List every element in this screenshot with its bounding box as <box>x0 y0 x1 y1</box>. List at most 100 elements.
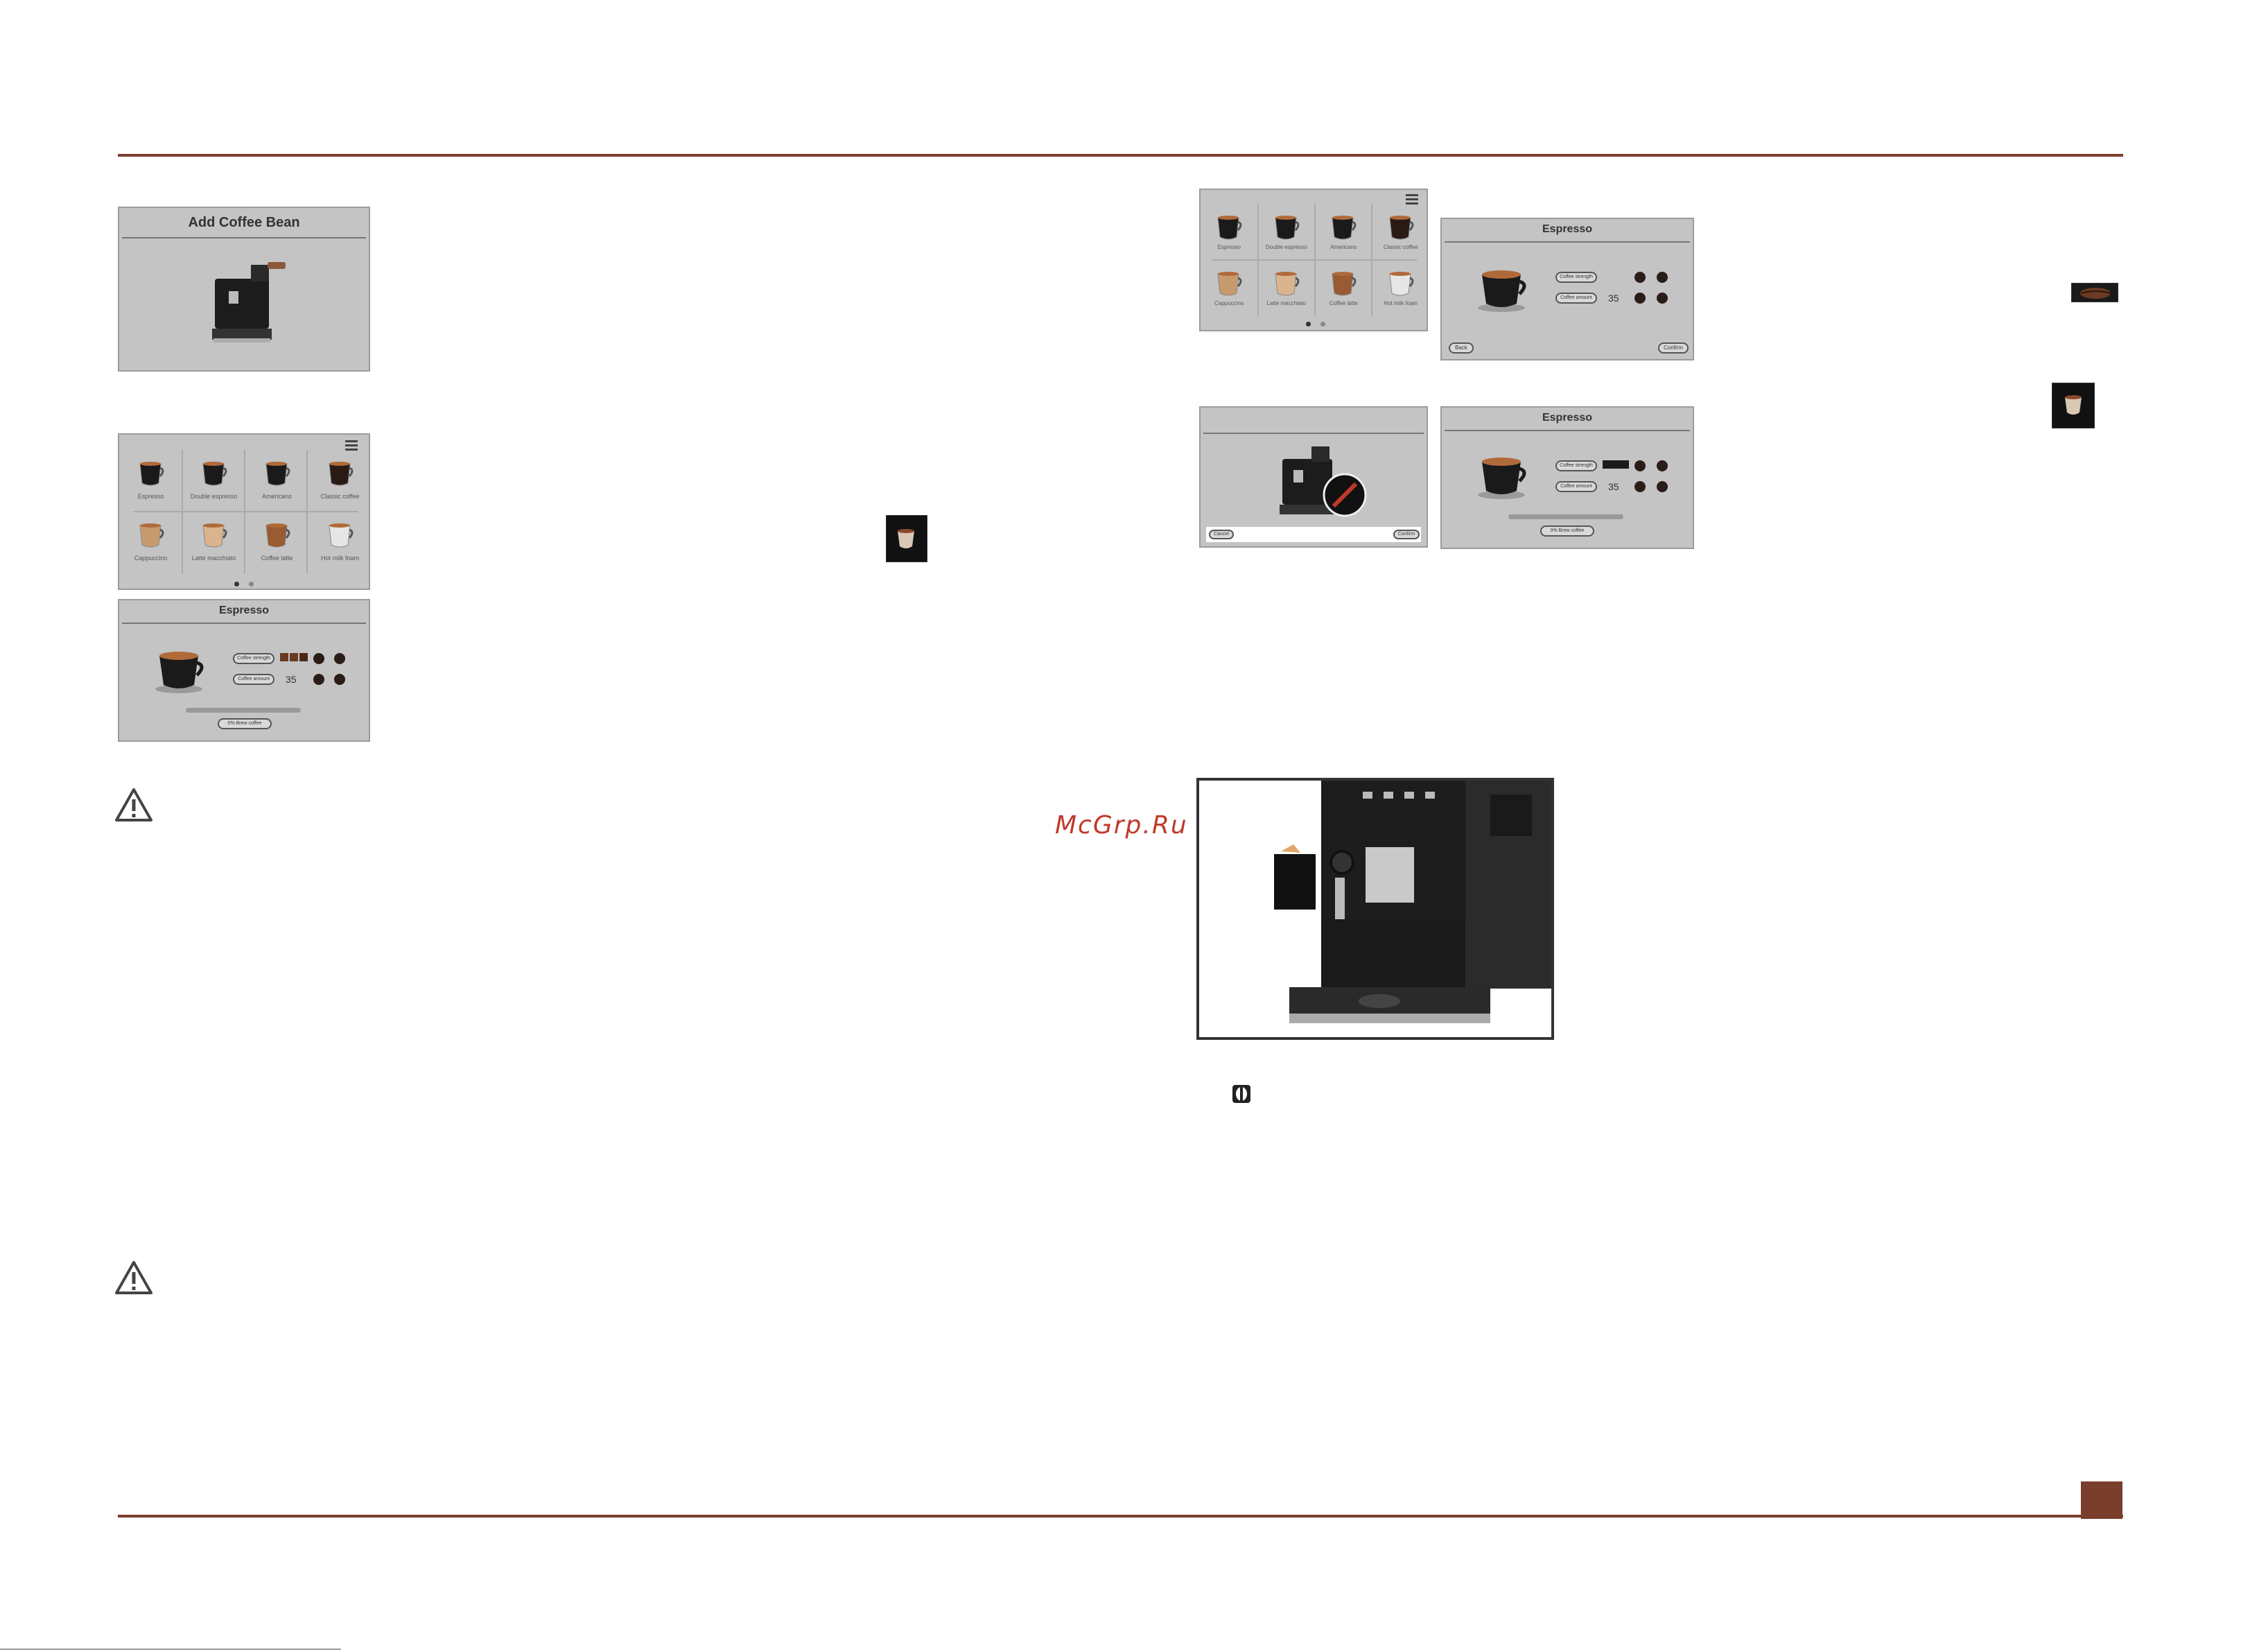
menu-icon[interactable] <box>345 440 358 451</box>
drink-cup-icon <box>139 523 164 548</box>
amount-decrease-button[interactable] <box>1634 293 1646 304</box>
drink-label: Coffee latte <box>1329 300 1358 306</box>
drink-label: Cappuccino <box>1214 300 1244 306</box>
drink-label: Americano <box>261 493 293 500</box>
brew-progress-bar <box>1508 514 1623 519</box>
coffee-amount-label: Coffee amount <box>1555 293 1597 304</box>
menu-icon[interactable] <box>1406 194 1418 205</box>
amount-decrease-button[interactable] <box>1634 481 1646 492</box>
drink-item[interactable]: Espresso <box>119 450 182 512</box>
brew-progress-bar <box>186 708 301 713</box>
drink-item[interactable]: Double espresso <box>182 450 245 512</box>
drink-cup-icon <box>1389 216 1414 240</box>
drink-label: Hot milk foam <box>320 555 359 562</box>
strength-decrease-button[interactable] <box>313 653 324 664</box>
drink-cup-icon <box>1389 272 1414 296</box>
amount-increase-button[interactable] <box>1657 481 1668 492</box>
coffee-amount-value: 35 <box>1608 293 1619 304</box>
drink-label: Hot milk foam <box>1384 300 1418 306</box>
coffee-amount-value: 35 <box>1608 481 1619 492</box>
drink-cup-icon <box>202 462 227 486</box>
coffee-strength-label: Coffee strength <box>1555 460 1597 471</box>
screen-title: Espresso <box>1542 223 1593 235</box>
drink-item[interactable]: Hot milk foam <box>308 512 369 573</box>
coffee-bean-icon <box>2080 288 2111 299</box>
drink-item[interactable]: Cappuccino <box>1201 260 1258 316</box>
confirm-button[interactable]: Confirm <box>1393 530 1420 539</box>
page-number-box <box>2081 1481 2122 1519</box>
drink-label: Coffee latte <box>261 555 293 562</box>
drink-item[interactable]: Americano <box>245 450 308 512</box>
drink-label: Espresso <box>1217 244 1241 250</box>
brew-status-label: 0% Brew coffee <box>218 718 272 729</box>
espresso-button-thumbnail <box>886 515 927 562</box>
cancel-button[interactable]: Cancel <box>1209 530 1234 539</box>
drink-cup-icon <box>328 462 353 486</box>
drink-item[interactable]: Espresso <box>1201 204 1258 260</box>
drink-cup-icon <box>328 523 353 548</box>
drink-item[interactable]: Latte macchiato <box>1258 260 1316 316</box>
strength-increase-button[interactable] <box>334 653 345 664</box>
coffee-machine-illustration <box>1280 446 1367 517</box>
amount-increase-button[interactable] <box>1657 293 1668 304</box>
drink-item[interactable]: Double espresso <box>1258 204 1316 260</box>
screen-title: Espresso <box>1542 412 1593 424</box>
coffee-amount-label: Coffee amount <box>1555 481 1597 492</box>
espresso-settings-screen: Espresso Coffee strength Coffee amount 3… <box>1440 218 1694 360</box>
strength-decrease-button[interactable] <box>1634 272 1646 283</box>
screen-title: Add Coffee Bean <box>188 215 300 230</box>
drink-label: Latte macchiato <box>1266 300 1306 306</box>
amount-decrease-button[interactable] <box>313 674 324 685</box>
drink-cup-icon <box>265 523 290 548</box>
footer-rule <box>118 1515 2123 1518</box>
brewing-screen: Espresso Coffee strength Coffee amount 3… <box>118 599 370 742</box>
coffee-beans-thumbnail <box>2071 283 2118 302</box>
brewing-screen: Espresso Coffee strength Coffee amount 3… <box>1440 406 1694 549</box>
drink-label: Double espresso <box>190 493 238 500</box>
espresso-cup-image <box>1478 458 1526 499</box>
drink-item[interactable]: Coffee latte <box>245 512 308 573</box>
strength-beans <box>280 653 308 661</box>
drink-item[interactable]: Latte macchiato <box>182 512 245 573</box>
drink-item[interactable]: Classic coffee <box>1372 204 1427 260</box>
strength-powder-icon <box>1603 460 1629 469</box>
drink-label: Double espresso <box>1265 244 1307 250</box>
back-button[interactable]: Back <box>1449 342 1474 354</box>
watermark-text: McGrp.Ru <box>1055 811 1188 840</box>
drink-label: Classic coffee <box>320 493 360 500</box>
drink-cup-icon <box>1217 216 1242 240</box>
espresso-button-thumbnail <box>2052 383 2095 428</box>
drink-label: Classic coffee <box>1383 244 1418 250</box>
machine-steam-illustration <box>1196 778 1554 1040</box>
drink-cup-icon <box>139 462 164 486</box>
powder-instruction-bar <box>1206 527 1421 542</box>
drink-item[interactable]: Classic coffee <box>308 450 369 512</box>
page-indicator <box>1306 322 1325 327</box>
warning-icon <box>115 788 152 821</box>
strength-increase-button[interactable] <box>1657 460 1668 471</box>
drink-item[interactable]: Americano <box>1315 204 1372 260</box>
espresso-thumb-icon <box>898 529 914 548</box>
drink-item[interactable]: Coffee latte <box>1315 260 1372 316</box>
drink-item[interactable]: Hot milk foam <box>1372 260 1427 316</box>
add-coffee-bean-screen: Add Coffee Bean <box>118 207 370 372</box>
drink-cup-icon <box>1275 216 1300 240</box>
drink-label: Latte macchiato <box>191 555 236 562</box>
drink-label: Cappuccino <box>134 555 168 562</box>
drink-cup-icon <box>1217 272 1242 296</box>
steam-knob-icon <box>1232 1085 1250 1103</box>
screen-title: Espresso <box>218 605 270 616</box>
drink-item[interactable]: Cappuccino <box>119 512 182 573</box>
strength-decrease-button[interactable] <box>1634 460 1646 471</box>
espresso-thumb-icon <box>2065 395 2082 415</box>
espresso-cup-image <box>155 652 204 693</box>
drink-label: Americano <box>1330 244 1357 250</box>
strength-increase-button[interactable] <box>1657 272 1668 283</box>
amount-increase-button[interactable] <box>334 674 345 685</box>
confirm-button[interactable]: Confirm <box>1658 342 1689 354</box>
coffee-amount-label: Coffee amount <box>233 674 274 685</box>
page-indicator <box>234 582 254 586</box>
ground-coffee-screen: Cancel Confirm <box>1199 406 1428 548</box>
espresso-cup-image <box>1478 270 1526 312</box>
